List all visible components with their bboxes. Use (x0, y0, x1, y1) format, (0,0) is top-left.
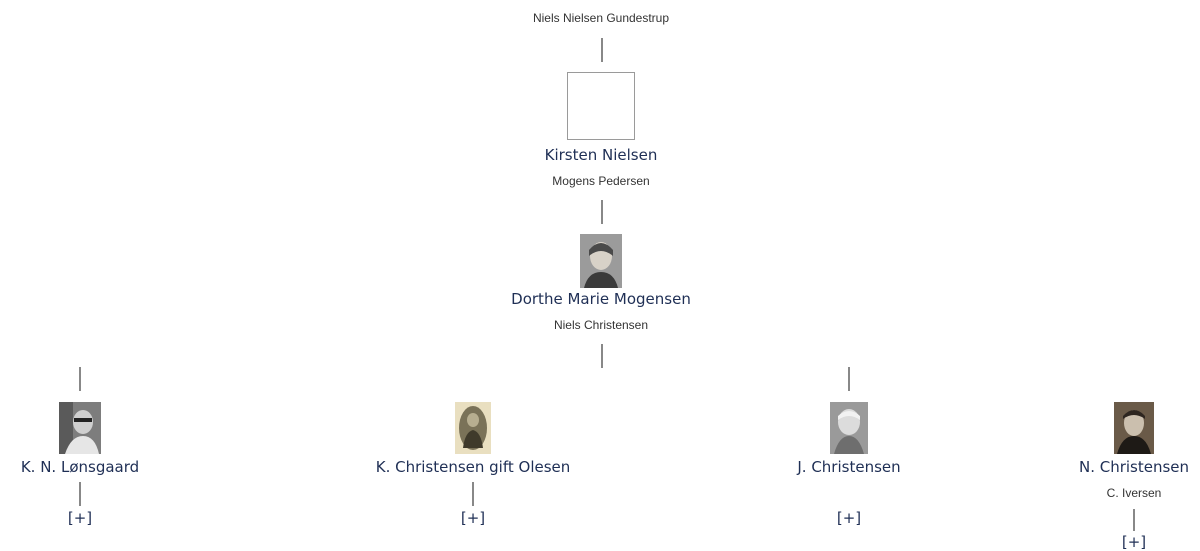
person-name-dorthe[interactable]: Dorthe Marie Mogensen (511, 290, 691, 308)
spouse-name-mogens: Mogens Pedersen (552, 174, 650, 188)
connector-line (79, 482, 81, 506)
connector-line (601, 344, 603, 368)
expand-button-n-christensen[interactable]: [+] (1121, 533, 1147, 551)
portrait-photo-j-christensen[interactable] (830, 402, 868, 454)
connector-line (601, 38, 603, 62)
connector-line (1133, 509, 1135, 531)
portrait-photo-olesen[interactable] (455, 402, 491, 454)
person-name-kirsten[interactable]: Kirsten Nielsen (544, 146, 658, 164)
expand-button-lonsgaard[interactable]: [+] (67, 509, 93, 527)
empty-photo-placeholder (567, 72, 635, 140)
spouse-name-niels: Niels Christensen (553, 318, 649, 332)
connector-line (79, 367, 81, 391)
person-name-n-christensen[interactable]: N. Christensen (1078, 458, 1190, 476)
portrait-photo-lonsgaard[interactable] (59, 402, 101, 454)
portrait-photo-n-christensen[interactable] (1114, 402, 1154, 454)
person-name-lonsgaard[interactable]: K. N. Lønsgaard (20, 458, 140, 476)
spouse-name-iversen: C. Iversen (1106, 486, 1162, 500)
connector-line (472, 482, 474, 506)
person-name-j-christensen[interactable]: J. Christensen (797, 458, 901, 476)
connector-line (601, 200, 603, 224)
person-name-olesen[interactable]: K. Christensen gift Olesen (375, 458, 571, 476)
expand-button-j-christensen[interactable]: [+] (836, 509, 862, 527)
expand-button-olesen[interactable]: [+] (460, 509, 486, 527)
root-ancestor-name: Niels Nielsen Gundestrup (532, 11, 670, 25)
connector-line (848, 367, 850, 391)
portrait-photo-dorthe[interactable] (580, 234, 622, 288)
